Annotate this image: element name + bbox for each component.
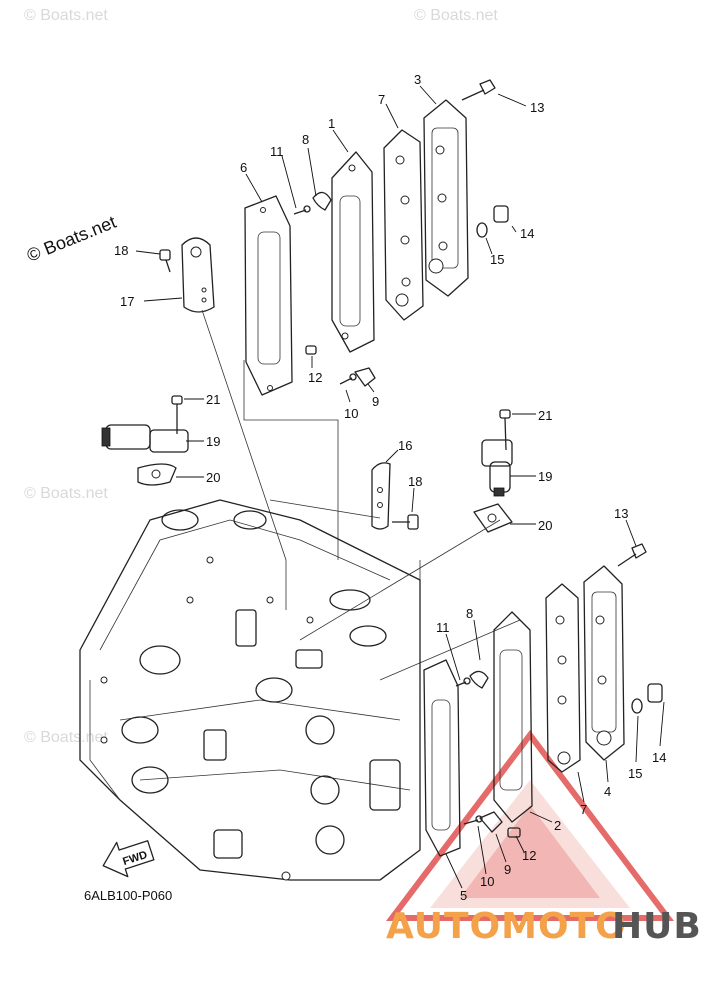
callout-8-upper: 8	[302, 132, 309, 147]
part-11-screw-upper	[293, 205, 311, 215]
callout-8-lower: 8	[466, 606, 473, 621]
part-13-bolt-upper	[461, 79, 496, 101]
logo-text-hub: HUB	[612, 906, 702, 947]
callout-13-lower: 13	[614, 506, 628, 521]
callout-17: 17	[120, 294, 134, 309]
part-18-bolt-left	[159, 249, 171, 273]
watermark-low-left: © Boats.net	[24, 729, 108, 746]
part-4-outer-cover-lower	[583, 565, 625, 761]
part-7-gasket-upper	[383, 129, 424, 321]
callout-2: 2	[554, 818, 561, 833]
part-1-exhaust-cover-upper	[331, 151, 375, 353]
part-20-gasket-right	[473, 503, 513, 533]
part-15-washer-upper	[476, 222, 488, 238]
part-13-bolt-lower	[617, 543, 647, 567]
part-18-bolt-mid	[392, 514, 419, 530]
engine-block	[79, 499, 421, 881]
part-12-pin-lower	[507, 827, 521, 838]
callout-13-upper: 13	[530, 100, 544, 115]
callout-16: 16	[398, 438, 412, 453]
part-19-solenoid-left	[101, 424, 189, 453]
watermark-main: © Boats.net	[24, 212, 119, 266]
part-10-screw-lower	[463, 815, 483, 825]
part-8-clip-upper	[312, 191, 332, 211]
part-15-washer-lower	[631, 698, 643, 714]
callout-12-lower: 12	[522, 848, 536, 863]
part-16-bracket	[371, 462, 391, 530]
part-9-bracket-lower	[479, 811, 503, 833]
part-9-bracket-upper	[354, 367, 376, 387]
callout-19-right: 19	[538, 469, 552, 484]
callout-4: 4	[604, 784, 611, 799]
logo-text-automoto: AUTOMOTO	[386, 906, 627, 947]
callout-12-upper: 12	[308, 370, 322, 385]
part-19-solenoid-right	[481, 439, 513, 497]
callout-20-left: 20	[206, 470, 220, 485]
callout-leaders	[135, 85, 665, 889]
part-8-clip-lower	[469, 670, 489, 689]
part-5-gasket-lower	[423, 659, 461, 857]
callout-1-upper: 1	[328, 116, 335, 131]
callout-14-lower: 14	[652, 750, 666, 765]
part-6-gasket-upper	[244, 195, 293, 396]
callout-10-upper: 10	[344, 406, 358, 421]
callout-21-left: 21	[206, 392, 220, 407]
part-14-plug-upper	[493, 205, 509, 223]
callout-labels: 3 13 7 8 1 11 6 14 15 12 10 9 18 17 21 1…	[114, 72, 666, 903]
callout-19-left: 19	[206, 434, 220, 449]
callout-11-upper: 11	[270, 144, 284, 159]
part-11-screw-lower	[455, 677, 471, 687]
callout-20-right: 20	[538, 518, 552, 533]
automotohub-logo: AUTOMOTO HUB	[386, 906, 702, 947]
assembly-guide-lines	[201, 309, 521, 681]
callout-5: 5	[460, 888, 467, 903]
part-7-gasket-lower	[545, 583, 581, 773]
part-12-pin-upper	[305, 345, 317, 355]
callout-18-upper: 18	[114, 243, 128, 258]
part-3-outer-cover-upper	[423, 99, 469, 297]
part-17-bracket	[181, 237, 215, 313]
part-2-exhaust-cover-lower	[493, 611, 533, 823]
callout-7-lower: 7	[580, 802, 587, 817]
fwd-arrow-icon: FWD	[102, 840, 155, 878]
part-21-bolt-left	[171, 395, 183, 434]
callout-18-mid: 18	[408, 474, 422, 489]
callout-3-upper: 3	[414, 72, 421, 87]
part-code: 6ALB100-P060	[84, 888, 172, 903]
callout-9-lower: 9	[504, 862, 511, 877]
part-20-gasket-left	[137, 463, 177, 486]
callout-14-upper: 14	[520, 226, 534, 241]
part-14-plug-lower	[647, 683, 663, 703]
callout-7-upper: 7	[378, 92, 385, 107]
callout-9-upper: 9	[372, 394, 379, 409]
callout-11-lower: 11	[436, 620, 450, 635]
part-21-bolt-right	[499, 409, 511, 451]
watermark-top-right: © Boats.net	[414, 7, 498, 24]
callout-21-right: 21	[538, 408, 552, 423]
callout-15-upper: 15	[490, 252, 504, 267]
part-10-screw-upper	[339, 373, 357, 385]
callout-10-lower: 10	[480, 874, 494, 889]
callout-15-lower: 15	[628, 766, 642, 781]
watermark-top-left: © Boats.net	[24, 7, 108, 24]
automotohub-logo-triangle	[385, 730, 675, 921]
callout-6-upper: 6	[240, 160, 247, 175]
watermark-mid-left: © Boats.net	[24, 485, 108, 502]
